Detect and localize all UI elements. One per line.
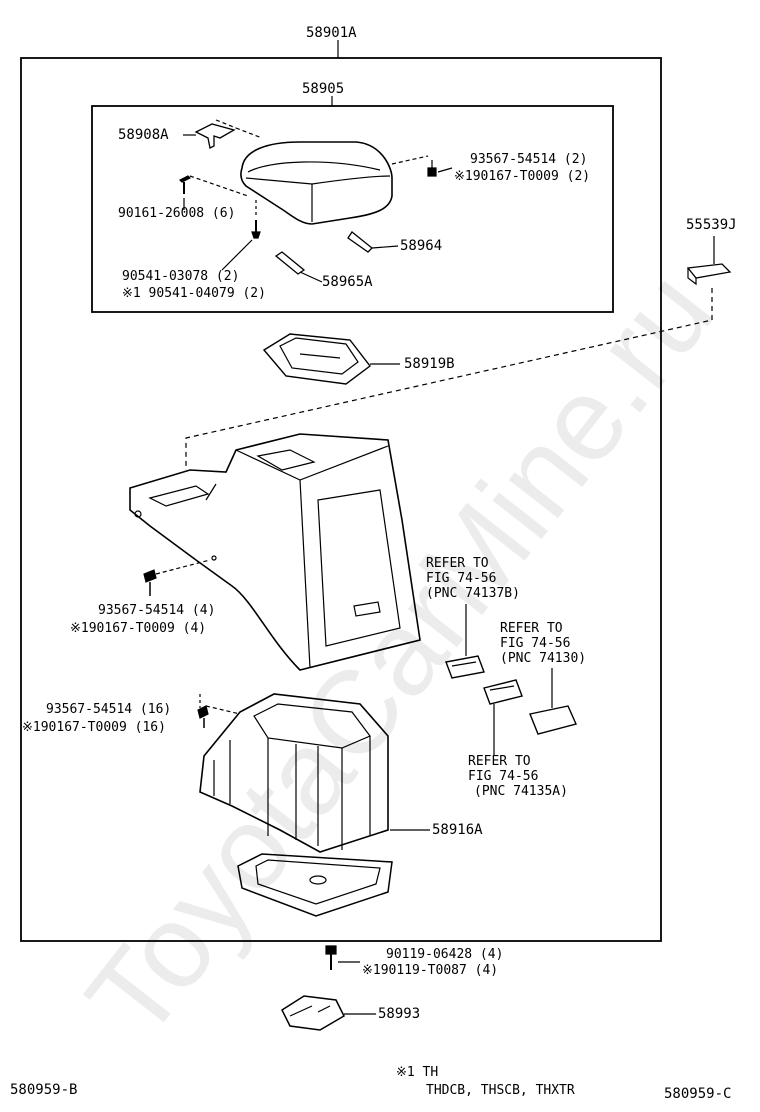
- footnote-models: THDCB, THSCB, THXTR: [426, 1083, 575, 1098]
- tray-58919b-drawing: [262, 333, 400, 385]
- label-refer2-line3: (PNC 74130): [500, 651, 587, 666]
- label-spring-58965a: 58965A: [322, 274, 373, 290]
- label-refer1-line2: FIG 74-56: [426, 571, 497, 586]
- switch-74137b-drawing: [445, 604, 485, 679]
- label-tray-58919b: 58919B: [404, 356, 455, 372]
- label-bolt-e-pn: 90119-06428 (4): [386, 947, 504, 962]
- label-bolt-a-alt: ※190167-T0009 (2): [454, 169, 591, 184]
- clip-58964-drawing: [347, 231, 399, 253]
- label-bolt-c-alt: ※190167-T0009 (4): [70, 621, 207, 636]
- label-box-58916a: 58916A: [432, 822, 483, 838]
- console-body-drawing: [129, 433, 421, 671]
- label-bolt-e-alt: ※190119-T0087 (4): [362, 963, 499, 978]
- cap-55539j-drawing: [185, 236, 732, 470]
- bolt-a-drawing: [391, 155, 453, 177]
- label-refer2-line2: FIG 74-56: [500, 636, 571, 651]
- label-refer3-line3: (PNC 74135A): [474, 784, 568, 799]
- screw-b-drawing: [221, 200, 261, 271]
- box-58916a-drawing: [199, 693, 430, 853]
- armrest-lid-drawing: [240, 141, 393, 225]
- spring-58965a-drawing: [274, 251, 323, 283]
- label-cap-55539j: 55539J: [686, 217, 737, 233]
- figure-code-left: 580959-B: [10, 1082, 78, 1098]
- label-refer2-line1: REFER TO: [500, 621, 563, 636]
- label-bolt-c-pn: 93567-54514 (4): [98, 603, 216, 618]
- label-refer1-line1: REFER TO: [426, 556, 489, 571]
- label-bolt-d-pn: 93567-54514 (16): [46, 702, 172, 717]
- label-assembly: 58901A: [306, 25, 357, 41]
- figure-code-right: 580959-C: [664, 1086, 732, 1102]
- hinge-drawing: [183, 119, 263, 149]
- bolt-e-drawing: [325, 945, 360, 970]
- label-hinge: 58908A: [118, 127, 169, 143]
- label-screw-b-alt: ※1 90541-04079 (2): [122, 286, 266, 301]
- label-refer3-line2: FIG 74-56: [468, 769, 539, 784]
- bolt-c-drawing: [143, 559, 211, 596]
- label-armrest-group: 58905: [302, 81, 345, 97]
- label-screw-6: 90161-26008 (6): [118, 206, 236, 221]
- label-refer3-line1: REFER TO: [468, 754, 531, 769]
- switch-74130-drawing: [529, 668, 577, 735]
- label-refer1-line3: (PNC 74137B): [426, 586, 520, 601]
- label-bolt-d-alt: ※190167-T0009 (16): [22, 720, 166, 735]
- label-bolt-a-pn: 93567-54514 (2): [470, 152, 588, 167]
- switch-74135a-drawing: [483, 679, 523, 756]
- label-screw-b-pn: 90541-03078 (2): [122, 269, 240, 284]
- label-clip-58964: 58964: [400, 238, 443, 254]
- bottom-tray-drawing: [237, 853, 393, 917]
- label-bracket-58993: 58993: [378, 1006, 421, 1022]
- armrest-group-frame: [91, 96, 614, 313]
- footnote-mark: ※1 TH: [396, 1065, 439, 1080]
- bolt-d-drawing: [197, 694, 241, 728]
- assembly-frame: [20, 40, 662, 942]
- screw-6-drawing: [178, 175, 249, 210]
- bracket-58993-drawing: [281, 995, 376, 1031]
